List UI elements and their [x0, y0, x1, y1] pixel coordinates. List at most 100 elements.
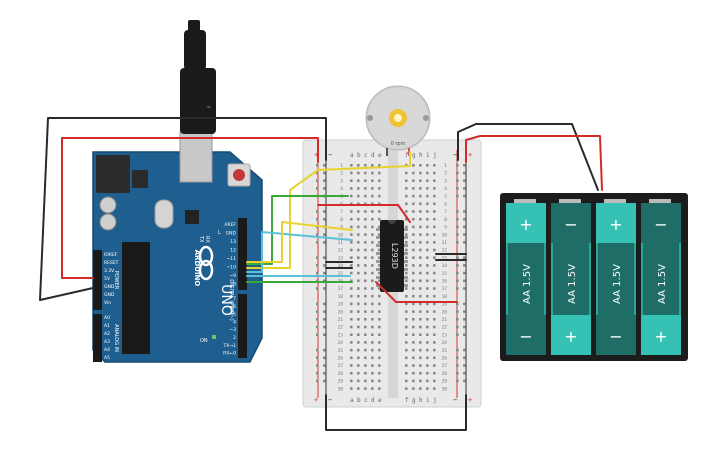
rail-hole[interactable]	[323, 356, 326, 360]
breadboard-hole[interactable]	[405, 333, 408, 336]
breadboard-hole[interactable]	[350, 217, 353, 221]
breadboard-hole[interactable]	[364, 202, 367, 206]
battery-pack[interactable]: +−AA 1.5V−+AA 1.5V+−AA 1.5V−+AA 1.5V	[500, 193, 688, 361]
rail-hole[interactable]	[323, 318, 326, 321]
breadboard-hole[interactable]	[364, 302, 367, 306]
rail-hole[interactable]	[323, 371, 326, 375]
rail-hole[interactable]	[456, 187, 459, 190]
rail-hole[interactable]	[323, 187, 326, 190]
breadboard-hole[interactable]	[419, 294, 422, 298]
breadboard-hole[interactable]	[371, 364, 374, 367]
breadboard-hole[interactable]	[357, 279, 360, 283]
rail-hole[interactable]	[316, 310, 319, 313]
breadboard-hole[interactable]	[426, 294, 429, 298]
breadboard-hole[interactable]	[350, 318, 353, 321]
breadboard-hole[interactable]	[405, 302, 408, 306]
breadboard-hole[interactable]	[405, 387, 408, 390]
breadboard-hole[interactable]	[419, 348, 422, 352]
rail-hole[interactable]	[456, 233, 459, 236]
breadboard-hole[interactable]	[433, 187, 436, 190]
rail-hole[interactable]	[456, 356, 459, 360]
breadboard-hole[interactable]	[426, 387, 429, 390]
breadboard-hole[interactable]	[419, 256, 422, 259]
breadboard-hole[interactable]	[412, 256, 415, 259]
breadboard-hole[interactable]	[364, 271, 367, 275]
rail-hole[interactable]	[323, 164, 326, 167]
breadboard-hole[interactable]	[364, 356, 367, 360]
breadboard-hole[interactable]	[357, 225, 360, 229]
breadboard-hole[interactable]	[433, 279, 436, 283]
breadboard-hole[interactable]	[433, 310, 436, 313]
breadboard-hole[interactable]	[357, 356, 360, 360]
breadboard-hole[interactable]	[357, 194, 360, 198]
breadboard-hole[interactable]	[364, 294, 367, 298]
breadboard-hole[interactable]	[433, 387, 436, 390]
breadboard-hole[interactable]	[350, 387, 353, 390]
breadboard-hole[interactable]	[426, 341, 429, 344]
breadboard-hole[interactable]	[378, 202, 381, 206]
rail-hole[interactable]	[323, 279, 326, 283]
breadboard-hole[interactable]	[364, 248, 367, 252]
breadboard-hole[interactable]	[364, 348, 367, 352]
rail-hole[interactable]	[463, 318, 466, 321]
breadboard-hole[interactable]	[419, 310, 422, 313]
breadboard-hole[interactable]	[419, 356, 422, 360]
breadboard-hole[interactable]	[350, 179, 353, 182]
rail-hole[interactable]	[463, 310, 466, 313]
breadboard-hole[interactable]	[419, 217, 422, 221]
breadboard-hole[interactable]	[412, 325, 415, 329]
rail-hole[interactable]	[323, 210, 326, 213]
breadboard-hole[interactable]	[378, 294, 381, 298]
breadboard-hole[interactable]	[412, 225, 415, 229]
breadboard-hole[interactable]	[412, 341, 415, 344]
breadboard-hole[interactable]	[433, 241, 436, 244]
breadboard-hole[interactable]	[426, 179, 429, 182]
rail-hole[interactable]	[456, 225, 459, 229]
rail-hole[interactable]	[316, 271, 319, 275]
breadboard-hole[interactable]	[412, 164, 415, 167]
rail-hole[interactable]	[456, 333, 459, 336]
breadboard-hole[interactable]	[433, 271, 436, 275]
breadboard-hole[interactable]	[364, 225, 367, 229]
breadboard-hole[interactable]	[405, 379, 408, 383]
rail-hole[interactable]	[316, 379, 319, 383]
breadboard-hole[interactable]	[419, 325, 422, 329]
breadboard-hole[interactable]	[350, 171, 353, 175]
breadboard-hole[interactable]	[405, 294, 408, 298]
breadboard-hole[interactable]	[371, 371, 374, 375]
breadboard-hole[interactable]	[371, 164, 374, 167]
breadboard-hole[interactable]	[405, 287, 408, 290]
breadboard-hole[interactable]	[357, 256, 360, 259]
breadboard-hole[interactable]	[364, 387, 367, 390]
rail-hole[interactable]	[323, 171, 326, 175]
breadboard-hole[interactable]	[350, 364, 353, 367]
rail-hole[interactable]	[456, 171, 459, 175]
breadboard-hole[interactable]	[371, 325, 374, 329]
breadboard-hole[interactable]	[426, 241, 429, 244]
breadboard-hole[interactable]	[378, 171, 381, 175]
breadboard-hole[interactable]	[357, 217, 360, 221]
rail-hole[interactable]	[316, 187, 319, 190]
rail-hole[interactable]	[316, 333, 319, 336]
rail-hole[interactable]	[456, 318, 459, 321]
rail-hole[interactable]	[316, 171, 319, 175]
breadboard-hole[interactable]	[433, 371, 436, 375]
breadboard-hole[interactable]	[433, 164, 436, 167]
breadboard-hole[interactable]	[412, 371, 415, 375]
breadboard-hole[interactable]	[371, 202, 374, 206]
breadboard-hole[interactable]	[357, 341, 360, 344]
breadboard-hole[interactable]	[419, 248, 422, 252]
breadboard-hole[interactable]	[412, 271, 415, 275]
breadboard-hole[interactable]	[350, 248, 353, 252]
rail-hole[interactable]	[323, 364, 326, 367]
breadboard-hole[interactable]	[405, 187, 408, 190]
breadboard-hole[interactable]	[405, 348, 408, 352]
breadboard-hole[interactable]	[426, 187, 429, 190]
rail-hole[interactable]	[463, 210, 466, 213]
breadboard-hole[interactable]	[364, 210, 367, 213]
rail-hole[interactable]	[323, 287, 326, 290]
breadboard-hole[interactable]	[371, 318, 374, 321]
rail-hole[interactable]	[456, 210, 459, 213]
rail-hole[interactable]	[316, 279, 319, 283]
rail-hole[interactable]	[463, 194, 466, 198]
